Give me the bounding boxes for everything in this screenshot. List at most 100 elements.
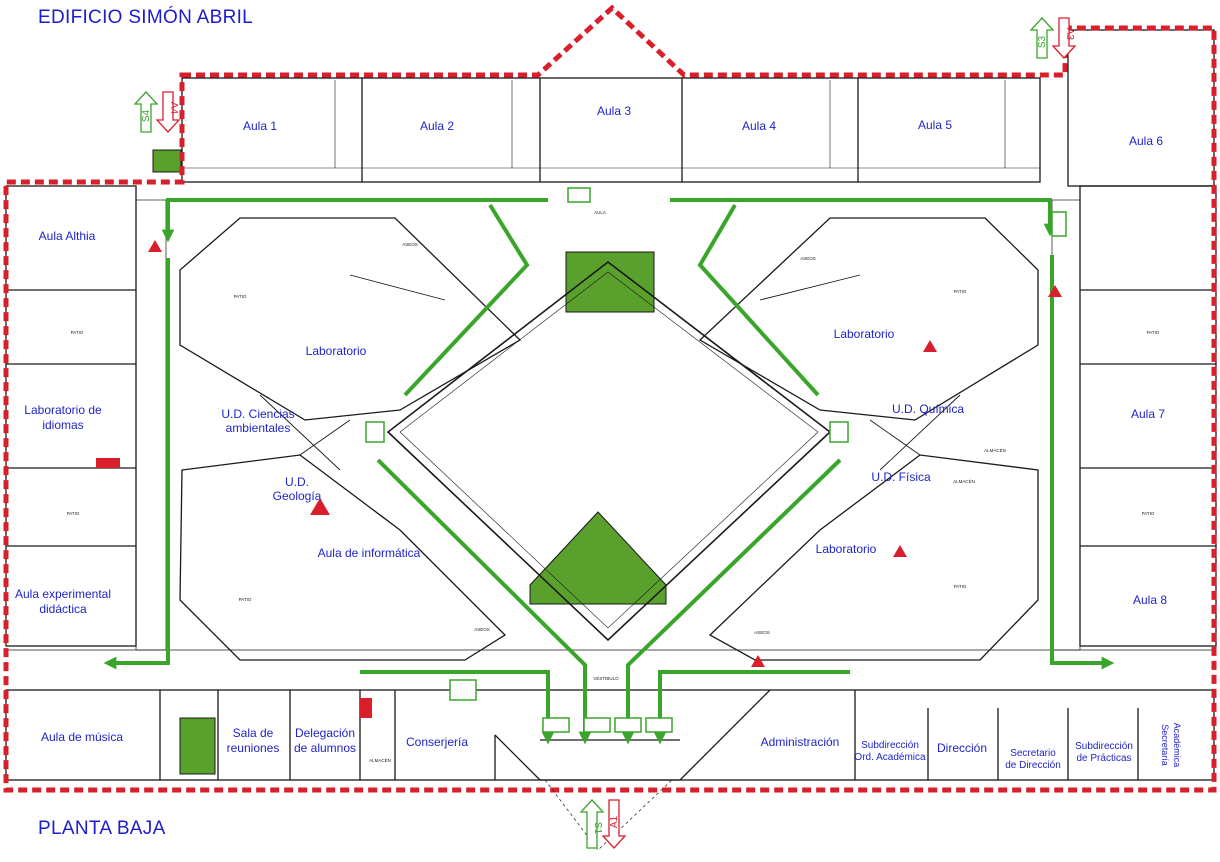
room-secretaria-line2: Académica xyxy=(1172,723,1182,768)
right-lower-wing xyxy=(708,454,1039,661)
right-corridor-wall xyxy=(1051,199,1081,651)
exit-a4-label: A4 xyxy=(168,102,179,115)
room-geologia-line1: U.D. xyxy=(285,475,309,489)
small-labels: PATIO PATIO PATIO PATIO PATIO PATIO PATI… xyxy=(67,210,1160,763)
right-dividers xyxy=(1080,289,1216,547)
room-direccion: Dirección xyxy=(937,741,987,755)
room-aula-5: Aula 5 xyxy=(918,118,952,132)
room-secretario-line2: de Dirección xyxy=(1005,760,1061,771)
room-subdireccion-line1: Subdirección xyxy=(861,740,919,751)
exit-a3-label: A3 xyxy=(1064,28,1075,41)
route-top-right xyxy=(670,198,1057,237)
exit-s1-arrow xyxy=(579,799,605,849)
stairs xyxy=(152,149,667,775)
label-aseos: ASEOS xyxy=(402,242,418,247)
label-almacen: ALMACÉN xyxy=(984,447,1006,453)
extinguisher-icon xyxy=(923,340,937,352)
label-patio: PATIO xyxy=(1142,511,1155,516)
route-upper-left-diag xyxy=(403,203,530,397)
room-delegacion-line2: de alumnos xyxy=(294,741,356,755)
label-patio: PATIO xyxy=(67,511,80,516)
stair-left-top xyxy=(152,149,182,173)
room-aula-2: Aula 2 xyxy=(420,119,454,133)
exit-s3-arrow xyxy=(1029,17,1055,59)
aula6-walls xyxy=(1067,29,1215,187)
room-ciencias-line2: ambientales xyxy=(226,421,291,435)
exit-s3-label: S3 xyxy=(1037,35,1048,48)
room-secretaria-line1: Secretaría xyxy=(1160,724,1170,766)
route-right-diag xyxy=(621,458,842,745)
route-left-diag xyxy=(376,458,592,745)
room-aula-1: Aula 1 xyxy=(243,119,277,133)
room-lab-idiomas-line1: Laboratorio de xyxy=(24,403,102,417)
room-delegacion-line1: Delegación xyxy=(295,726,355,740)
exit-sign-icon xyxy=(829,421,849,443)
exit-s4-arrow xyxy=(133,91,159,133)
label-aseos: ASEOS xyxy=(474,627,490,632)
room-sala-line1: Sala de xyxy=(233,726,274,740)
alarm-panel-icon xyxy=(96,458,120,468)
room-ud-fisica: U.D. Física xyxy=(871,470,931,484)
extinguisher-icon xyxy=(148,240,162,252)
left-upper-wing xyxy=(179,217,522,421)
route-bottom-right xyxy=(653,670,850,745)
floor-title: PLANTA BAJA xyxy=(38,818,166,839)
route-right-column xyxy=(1050,255,1115,670)
central-courtyard-inner xyxy=(399,271,819,629)
room-subdir-practicas-line2: de Prácticas xyxy=(1076,753,1131,764)
room-aula-4: Aula 4 xyxy=(742,119,776,133)
room-aula-informatica: Aula de informática xyxy=(318,546,421,560)
exit-sign-icon xyxy=(449,679,477,701)
entrance-walls xyxy=(494,689,771,781)
left-lower-wing xyxy=(179,454,507,661)
exit-sign-icon xyxy=(567,187,591,203)
exit-s1-label: S1 xyxy=(592,822,603,835)
room-aula-6: Aula 6 xyxy=(1129,134,1163,148)
stair-north xyxy=(565,251,655,313)
room-secretario-line1: Secretario xyxy=(1010,748,1056,759)
exit-a1-label: A1 xyxy=(609,815,620,828)
room-ud-quimica: U.D. Química xyxy=(892,402,964,416)
label-almacen: ALMACÉN xyxy=(953,478,975,484)
top-band xyxy=(181,77,1041,183)
central-courtyard xyxy=(386,260,832,642)
room-geologia-line2: Geología xyxy=(273,489,322,503)
left-corridor-wall xyxy=(135,199,167,651)
room-sala-line2: reuniones xyxy=(227,741,280,755)
stair-music xyxy=(179,717,216,775)
route-upper-right-diag xyxy=(697,203,820,397)
label-patio: PATIO xyxy=(234,294,247,299)
evacuation-routes xyxy=(103,198,1115,745)
label-patio: PATIO xyxy=(954,584,967,589)
label-vestibulo: VESTÍBULO xyxy=(593,675,619,681)
wing-partitions xyxy=(259,274,961,471)
label-aseos: ASEOS xyxy=(754,630,770,635)
room-subdir-practicas-line1: Subdirección xyxy=(1075,741,1133,752)
building-title: EDIFICIO SIMÓN ABRIL xyxy=(38,7,254,28)
extinguisher-icon xyxy=(1048,285,1062,297)
room-aula-althia: Aula Althia xyxy=(39,229,96,243)
room-aula-8: Aula 8 xyxy=(1133,593,1167,607)
room-labels: Aula 1 Aula 2 Aula 3 Aula 4 Aula 5 Aula … xyxy=(15,104,1182,771)
exit-s4-label: S4 xyxy=(141,109,152,122)
label-patio: PATIO xyxy=(954,289,967,294)
route-left-column xyxy=(103,258,170,670)
exit-markers: S1 A1 S3 A3 S4 A4 xyxy=(133,17,1077,849)
room-experimental-line1: Aula experimental xyxy=(15,587,111,601)
route-top-left xyxy=(161,198,548,243)
extinguisher-icon xyxy=(310,498,330,515)
room-ciencias-line1: U.D. Ciencias xyxy=(221,407,294,421)
room-subdireccion-line2: Ord. Académica xyxy=(854,752,926,763)
label-aula: AULA xyxy=(594,210,606,215)
evacuation-boundary xyxy=(3,4,1217,793)
label-aseos: ASEOS xyxy=(800,256,816,261)
right-upper-wing xyxy=(698,217,1039,421)
room-laboratorio-right-bottom: Laboratorio xyxy=(816,542,877,556)
safety-signs xyxy=(96,187,1067,733)
room-conserjeria: Conserjería xyxy=(406,735,468,749)
exit-sign-icon xyxy=(614,717,642,733)
exit-a1-arrow xyxy=(601,799,627,849)
label-patio: PATIO xyxy=(1147,330,1160,335)
room-laboratorio-left: Laboratorio xyxy=(306,344,367,358)
